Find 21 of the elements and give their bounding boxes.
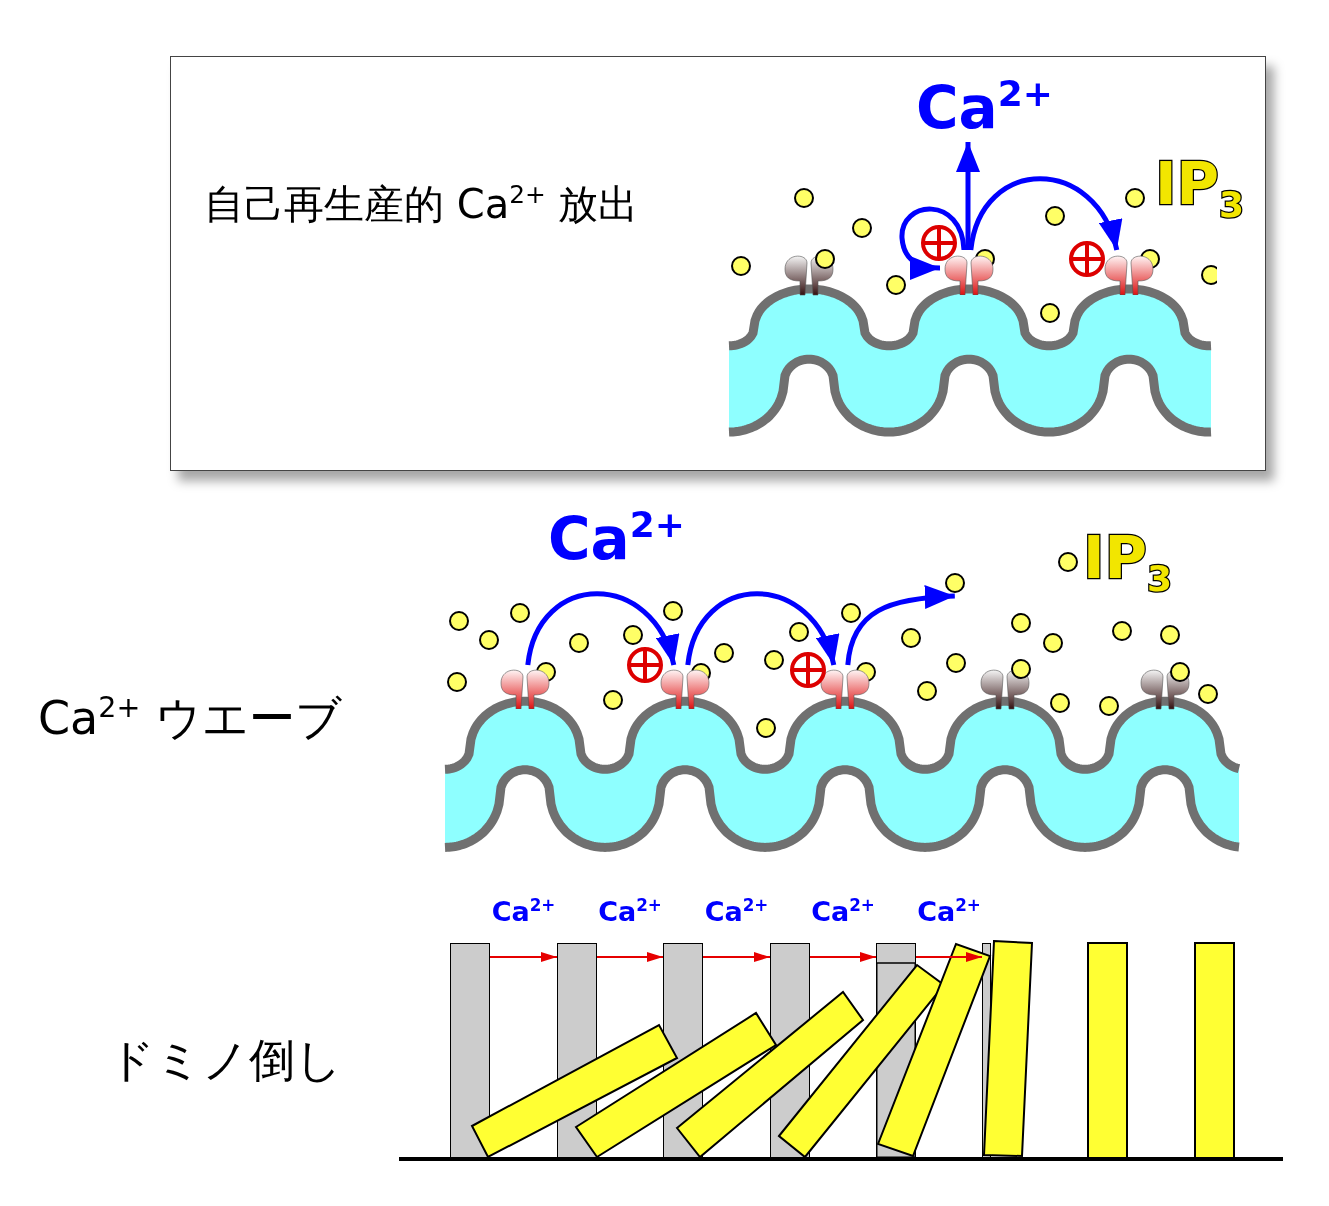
- row-label: ドミノ倒し: [108, 1032, 342, 1089]
- molecule-label: IP$_{3}$: [1083, 524, 1173, 592]
- arrow: [915, 952, 983, 962]
- arrow: [845, 585, 955, 666]
- arrow: [956, 142, 980, 250]
- arrow: [596, 952, 664, 962]
- panel-title: 自己再生産的 Ca$^{2+}$ 放出: [204, 179, 639, 229]
- arrow: [525, 591, 677, 666]
- molecule-label: IP$_{3}$: [1155, 150, 1245, 218]
- arrow: [899, 206, 967, 280]
- row-label: Ca$^{2+}$ ウエーブ: [38, 689, 342, 747]
- panel-box: [170, 56, 1266, 471]
- arrow: [809, 952, 877, 962]
- ion-label: Ca$^{2+}$: [916, 73, 1053, 143]
- ion-label: Ca$^{2+}$: [548, 505, 685, 573]
- arrow: [702, 952, 771, 962]
- arrow: [968, 176, 1120, 251]
- arrow: [685, 591, 837, 666]
- domino-bar: [450, 943, 490, 1158]
- arrow: [489, 952, 558, 962]
- domino-bar: [876, 943, 916, 964]
